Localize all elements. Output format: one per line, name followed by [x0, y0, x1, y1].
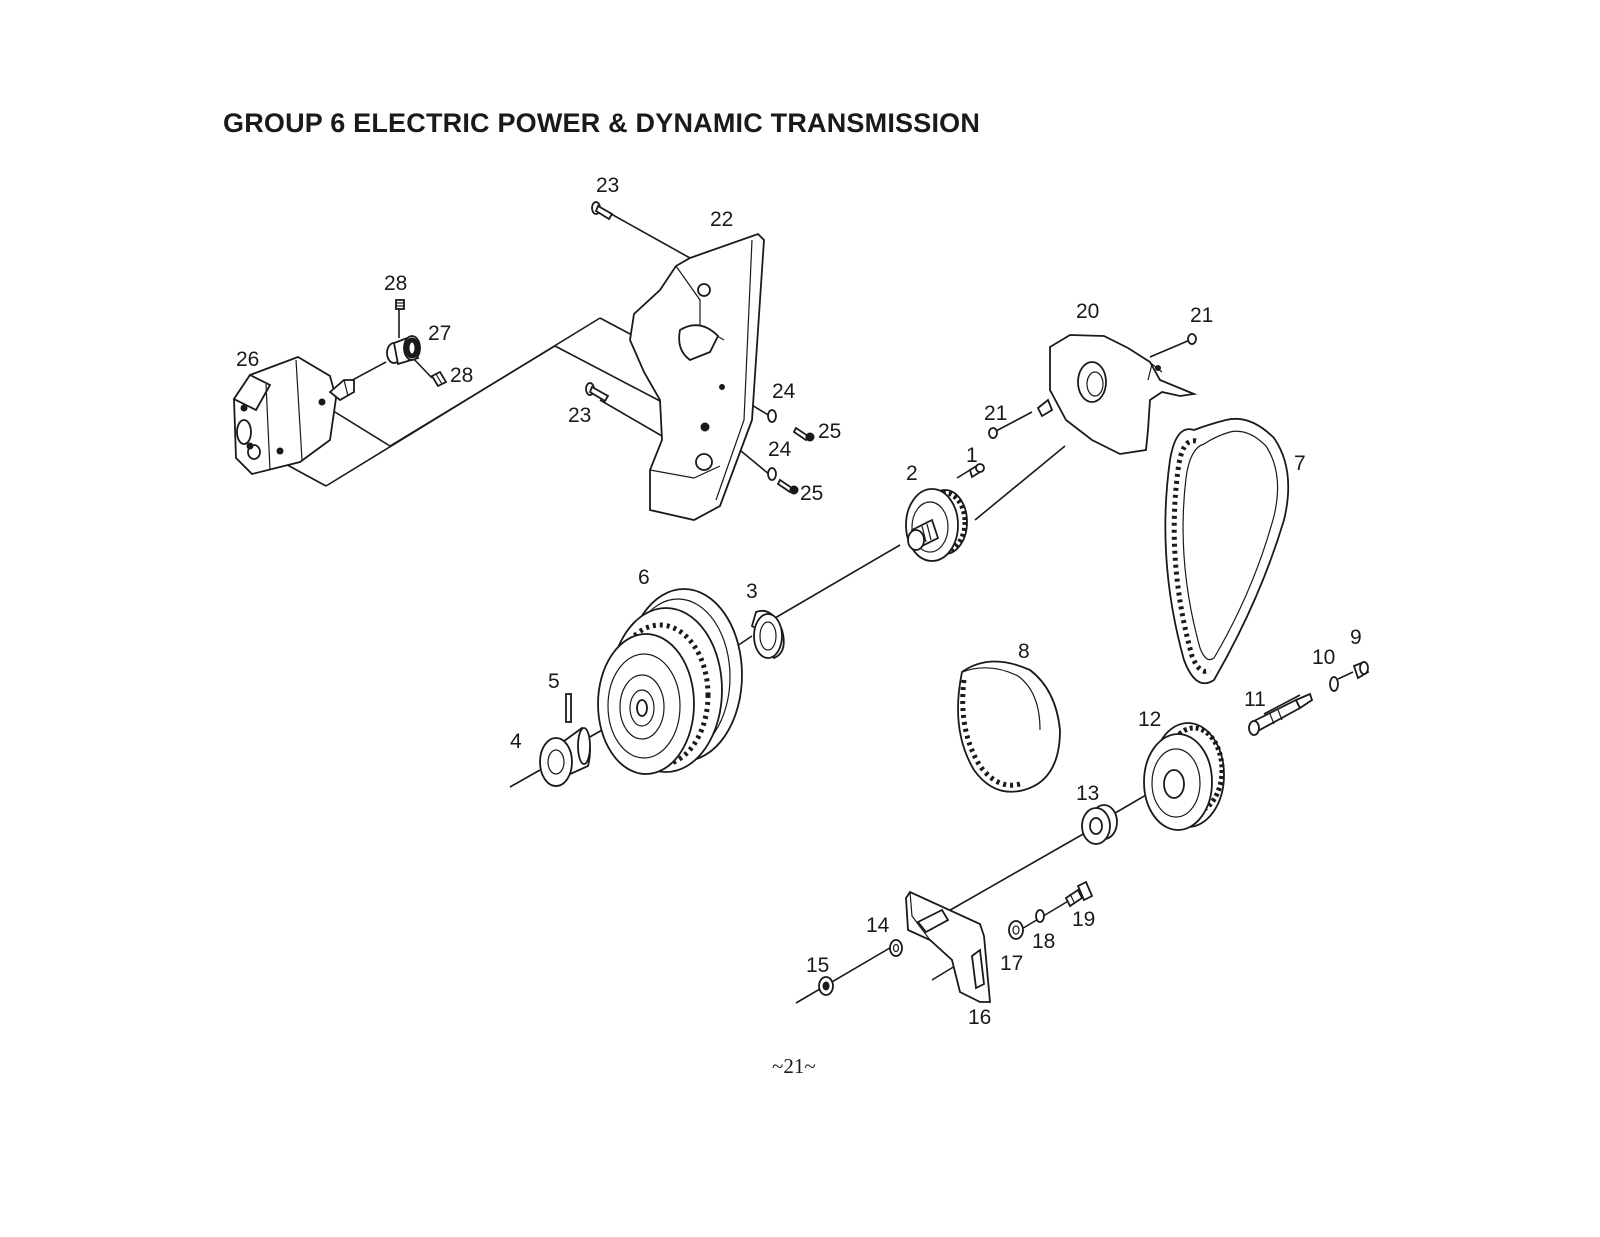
nut-part-15 [818, 976, 834, 996]
small-belt-part-8 [957, 660, 1061, 793]
idler-pulley-part-12 [1143, 722, 1225, 831]
bearing-part-13 [1081, 804, 1118, 845]
callout-23a: 23 [596, 174, 619, 197]
page-number: ~21~ [772, 1054, 816, 1078]
motor-part-26 [232, 356, 355, 475]
callout-5: 5 [548, 670, 560, 693]
callout-17: 17 [1000, 952, 1023, 975]
washer-part-10 [1329, 676, 1339, 692]
callout-25b: 25 [800, 482, 823, 505]
screw-part-21 [988, 333, 1197, 439]
callout-24a: 24 [772, 380, 796, 403]
callout-2: 2 [906, 462, 918, 485]
callout-19: 19 [1072, 908, 1095, 931]
washer-part-17 [1008, 920, 1024, 940]
callout-20: 20 [1076, 300, 1099, 323]
callout-6: 6 [638, 566, 650, 589]
callout-28a: 28 [384, 272, 407, 295]
shaft-part-11 [1248, 692, 1314, 736]
callout-4: 4 [510, 730, 522, 753]
tension-bracket-part-16 [905, 890, 991, 1003]
callout-13: 13 [1076, 782, 1099, 805]
callout-12: 12 [1138, 708, 1161, 731]
bracket-part-20 [1036, 334, 1198, 455]
callout-9: 9 [1350, 626, 1362, 649]
callout-21b: 21 [984, 402, 1007, 425]
callout-3: 3 [746, 580, 758, 603]
callout-26: 26 [236, 348, 259, 371]
motor-pulley-part-27 [386, 335, 421, 366]
callout-10: 10 [1312, 646, 1335, 669]
callout-22: 22 [710, 208, 733, 231]
callout-23b: 23 [568, 404, 591, 427]
belt-cover-part-22 [629, 232, 765, 521]
bolt-part-19 [1064, 880, 1094, 908]
timing-belt-part-7 [1164, 417, 1290, 685]
callout-14: 14 [866, 914, 890, 937]
callout-11: 11 [1244, 688, 1266, 711]
callout-21a: 21 [1190, 304, 1213, 327]
drive-gear-part-2 [905, 488, 968, 562]
washer-part-18 [1035, 909, 1045, 923]
callout-27: 27 [428, 322, 451, 345]
screw-part-23 [585, 201, 614, 403]
callout-15: 15 [806, 954, 829, 977]
callout-28b: 28 [450, 364, 473, 387]
callout-24b: 24 [768, 438, 792, 461]
pin-part-5 [565, 693, 572, 723]
callout-labels: 1 2 3 4 5 6 7 8 9 10 11 12 13 14 15 16 1… [236, 174, 1362, 1029]
set-screw-part-28 [395, 299, 448, 388]
callout-7: 7 [1294, 452, 1306, 475]
page-title: GROUP 6 ELECTRIC POWER & DYNAMIC TRANSMI… [223, 108, 981, 138]
washer-screw-part-24-25 [767, 409, 815, 495]
screw-part-1 [968, 463, 985, 479]
callout-8: 8 [1018, 640, 1030, 663]
washer-part-14 [889, 939, 903, 957]
callout-16: 16 [968, 1006, 991, 1029]
callout-18: 18 [1032, 930, 1055, 953]
nut-part-9 [1352, 660, 1370, 680]
retaining-ring-part-3 [750, 609, 785, 660]
callout-25a: 25 [818, 420, 841, 443]
callout-1: 1 [966, 444, 978, 467]
hub-part-4 [539, 726, 591, 787]
large-pulley-part-6 [597, 588, 743, 775]
